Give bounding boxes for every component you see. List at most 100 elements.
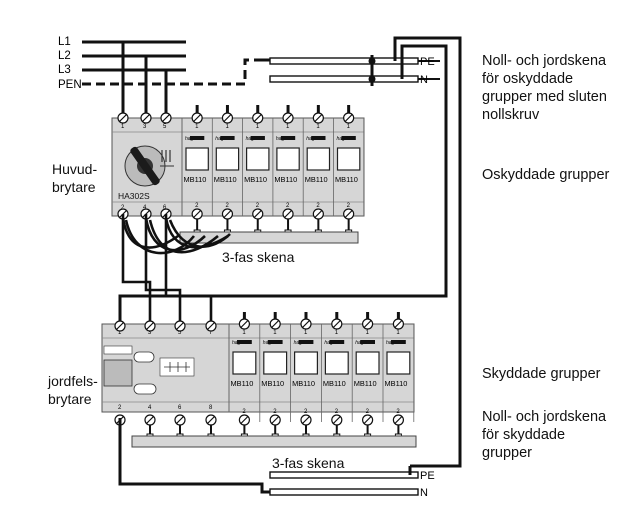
- main-switch-model: HA302S: [118, 191, 150, 201]
- unprotected-bottom-screw: [312, 208, 324, 220]
- unprotected-toggle: [185, 147, 209, 171]
- unprotected-bottom-screw: [191, 208, 203, 220]
- main-switch-label-line1: Huvud-: [52, 161, 98, 177]
- unprotected-rail-desc-3: grupper med sluten: [482, 89, 607, 105]
- lower-busbar-label: 3-fas skena: [272, 455, 345, 471]
- l3-label: L3: [58, 64, 71, 76]
- upper-busbar: [179, 231, 359, 244]
- protected-top-screw: [238, 318, 250, 330]
- supply-lines: [82, 40, 300, 116]
- unprotected-model: MB110: [335, 175, 358, 184]
- rcd-bottom-screw: [174, 414, 186, 426]
- unprotected-bottom-screw: [252, 208, 264, 220]
- protected-toggle: [294, 351, 319, 375]
- unprotected-bottom-screw: [221, 208, 234, 220]
- top-pe-n-rails: [269, 55, 440, 86]
- rcd-terminal-4: 4: [148, 405, 152, 411]
- protected-terminal-bottom: 2: [366, 409, 370, 415]
- rcd-bottom-screw: [205, 414, 217, 426]
- protected-terminal-top: 1: [335, 330, 339, 336]
- protected-top-screw: [269, 318, 281, 330]
- protected-top-screw: [362, 318, 374, 330]
- rcd-top-screw: [144, 320, 156, 332]
- interconnect-wires: [121, 214, 231, 326]
- unprotected-top-screw: [252, 112, 264, 124]
- unprotected-breakers: 1hagerMB11021hagerMB11021hagerMB11021hag…: [184, 105, 365, 243]
- unprotected-terminal-bottom: 2: [286, 203, 290, 209]
- n-top-label: N: [420, 74, 428, 86]
- unprotected-rail-desc-2: för oskyddade: [482, 71, 574, 87]
- protected-top-screw: [331, 318, 343, 330]
- unprotected-terminal-top: 1: [316, 124, 320, 130]
- upper-busbar-label: 3-fas skena: [222, 249, 295, 265]
- protected-toggle: [263, 351, 288, 375]
- protected-model: MB110: [292, 379, 315, 388]
- protected-terminal-top: 1: [273, 330, 277, 336]
- bottom-pe-n-rails: [269, 466, 419, 496]
- protected-model: MB110: [261, 379, 284, 388]
- protected-terminal-bottom: 2: [304, 409, 308, 415]
- rcd-terminal-6: 6: [178, 405, 182, 411]
- unprotected-model: MB110: [244, 175, 267, 184]
- unprotected-terminal-bottom: 2: [347, 203, 351, 209]
- main-switch: HA302S 1 3 5 2 4 6: [117, 112, 174, 220]
- protected-breaker: 1hagerMB1102: [385, 312, 415, 447]
- unprotected-toggle: [276, 147, 300, 171]
- unprotected-terminal-top: 1: [225, 124, 229, 130]
- main-terminal-4: 4: [143, 205, 147, 211]
- rcd-top-screw: [205, 320, 217, 332]
- main-terminal-1: 1: [121, 124, 125, 130]
- right-side-wires: [172, 36, 462, 468]
- rcd-device: 1 3 5 7 2 4 6 8: [103, 330, 213, 411]
- protected-toggle: [355, 351, 380, 375]
- protected-breaker: 1hagerMB1102: [231, 312, 261, 447]
- protected-bottom-screw: [362, 414, 374, 426]
- unprotected-toggle: [306, 147, 331, 171]
- unprotected-terminal-top: 1: [286, 124, 290, 130]
- protected-bottom-screw: [392, 414, 404, 426]
- main-terminal-6: 6: [163, 205, 167, 211]
- unprotected-bottom-screw: [282, 208, 294, 220]
- unprotected-breaker: 1hagerMB1102: [305, 105, 334, 243]
- protected-terminal-top: 1: [366, 330, 370, 336]
- main-terminal-5: 5: [163, 124, 167, 130]
- unprotected-rail-desc-4: nollskruv: [482, 107, 540, 123]
- rcd-bottom-screw: [144, 414, 156, 426]
- protected-model: MB110: [385, 379, 408, 388]
- rcd-label-line2: brytare: [48, 391, 92, 407]
- rcd-top-screw: [174, 320, 186, 332]
- unprotected-bottom-screw: [343, 208, 355, 220]
- rcd-neutral-wire: [118, 418, 270, 494]
- unprotected-terminal-bottom: 2: [225, 203, 229, 209]
- unprotected-rail-desc-1: Noll- och jordskena: [482, 53, 607, 69]
- protected-toggle: [324, 351, 349, 375]
- main-terminal-3: 3: [143, 124, 147, 130]
- protected-top-screw: [392, 318, 404, 330]
- protected-terminal-top: 1: [242, 330, 246, 336]
- protected-rail-desc-3: grupper: [482, 445, 532, 461]
- rcd-label-line1: jordfels-: [48, 373, 98, 389]
- unprotected-toggle: [336, 147, 361, 171]
- unprotected-model: MB110: [184, 175, 207, 184]
- unprotected-top-screw: [191, 112, 203, 124]
- rcd-terminal-2: 2: [118, 405, 122, 411]
- protected-toggle: [232, 351, 257, 375]
- unprotected-model: MB110: [214, 175, 237, 184]
- protected-model: MB110: [323, 379, 346, 388]
- unprotected-groups-label: Oskyddade grupper: [482, 167, 610, 183]
- unprotected-top-screw: [282, 112, 294, 124]
- unprotected-terminal-top: 1: [347, 124, 351, 130]
- rcd-terminal-5: 5: [178, 330, 182, 336]
- unprotected-toggle: [215, 147, 240, 171]
- unprotected-terminal-top: 1: [195, 124, 199, 130]
- main-terminal-2: 2: [121, 205, 125, 211]
- unprotected-breaker: 1hagerMB1102: [335, 105, 365, 243]
- protected-rail-desc-1: Noll- och jordskena: [482, 409, 607, 425]
- protected-bottom-screw: [238, 414, 250, 426]
- unprotected-top-screw: [343, 112, 355, 124]
- pe-bottom-label: PE: [420, 470, 435, 482]
- protected-bottom-screw: [331, 414, 343, 426]
- unprotected-terminal-bottom: 2: [256, 203, 260, 209]
- rcd-terminal-7: 7: [209, 330, 213, 336]
